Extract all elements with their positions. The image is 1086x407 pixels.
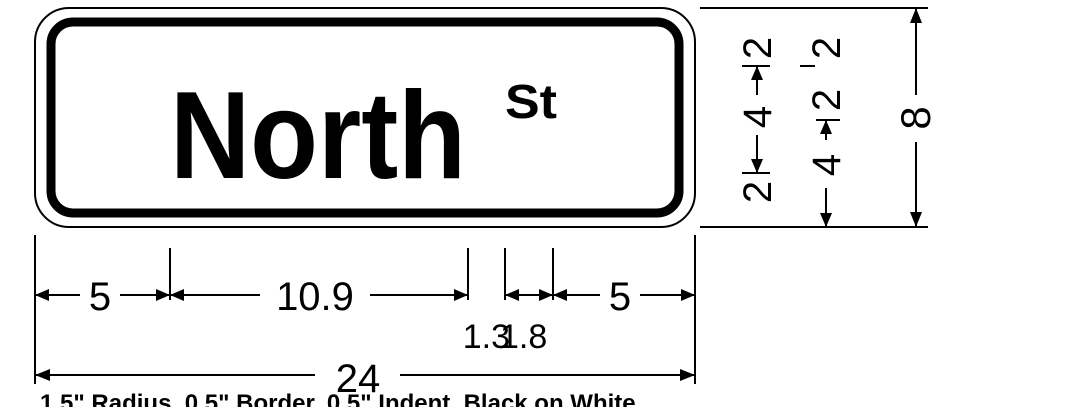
dim-right-mid: 4 (736, 106, 780, 128)
dim-width (35, 369, 695, 381)
dim-row-1 (35, 289, 695, 301)
sign-suffix: St (505, 76, 557, 129)
dim-right-top: 2 (736, 37, 780, 59)
dim-height-label: 8 (892, 106, 939, 129)
dim-bottom-right: 5 (609, 275, 631, 319)
dim-bottom-gap: 1.3 (463, 318, 510, 356)
sign-border (46, 17, 684, 218)
dim-bottom-word: 10.9 (276, 275, 354, 319)
dim-width-label: 24 (336, 357, 381, 401)
dim-height (910, 8, 922, 227)
dim-bottom-suffix: 1.8 (500, 318, 547, 356)
dim-right2-top: 2 (805, 37, 849, 59)
dim-bottom-left: 5 (89, 275, 111, 319)
caption-text: 1.5" Radius, 0.5" Border, 0.5" Indent, B… (40, 390, 636, 407)
sign-outer-edge (34, 7, 696, 228)
spec-caption: 1.5" Radius, 0.5" Border, 0.5" Indent, B… (0, 390, 1086, 407)
dim-right-bot: 2 (736, 181, 780, 203)
extension-lines (34, 7, 928, 384)
dim-right2-bot: 4 (805, 154, 849, 176)
sign-word: North (170, 67, 466, 205)
dim-column-1 (742, 65, 770, 174)
street-name-sign: North St (34, 7, 696, 228)
dim-column-2 (800, 65, 840, 227)
dim-right2-mid: 2 (805, 89, 849, 111)
